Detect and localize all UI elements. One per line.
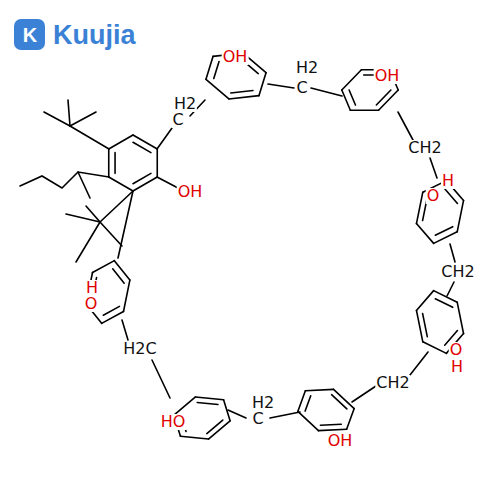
- logo-text: Kuujia: [52, 22, 137, 49]
- logo-letter: K: [22, 25, 38, 45]
- bond-line: [298, 391, 306, 412]
- bond-line: [259, 73, 266, 96]
- bond-line: [229, 96, 259, 99]
- bond-line: [133, 142, 151, 152]
- methylene-label: H2: [295, 60, 319, 76]
- bond-line: [320, 424, 341, 425]
- bond-line: [457, 302, 463, 333]
- bond-line: [349, 90, 355, 105]
- bond-line: [423, 313, 428, 336]
- hydroxyl-label: O: [449, 342, 464, 358]
- hydroxyl-label: O: [426, 188, 441, 204]
- bond-line: [109, 177, 133, 191]
- bond-line: [133, 177, 157, 191]
- bond-line: [109, 135, 133, 149]
- bond-line: [435, 299, 452, 308]
- bond-line: [102, 311, 124, 323]
- bond-line: [180, 436, 208, 439]
- bond-line: [342, 90, 351, 110]
- methylene-label: C: [295, 80, 308, 96]
- bond-line: [133, 173, 151, 183]
- methylene-label: H2: [251, 395, 275, 411]
- bond-line: [445, 189, 458, 204]
- bond-lines: [20, 84, 455, 418]
- bond-line: [332, 395, 347, 409]
- bond-line: [108, 149, 110, 177]
- methylene-label: H2C: [122, 341, 157, 357]
- hydroxyl-label: H: [441, 173, 455, 189]
- hydroxyl-label: HO: [160, 414, 187, 430]
- bond-line: [195, 397, 223, 400]
- bond-line: [197, 402, 218, 404]
- hydroxyl-label: OH: [374, 68, 401, 84]
- bond-line: [114, 261, 129, 280]
- bond-line: [231, 91, 253, 93]
- bond-line: [93, 261, 115, 273]
- bond-line: [416, 310, 422, 341]
- hydroxyl-label: OH: [177, 184, 204, 200]
- bond-line: [305, 389, 333, 390]
- hydroxyl-label: OH: [222, 49, 249, 65]
- methylene-label: H2: [173, 96, 197, 112]
- bond-line: [376, 90, 391, 105]
- bond-line: [224, 400, 231, 421]
- bond-line: [113, 269, 124, 283]
- methylene-label: CH2: [375, 375, 410, 391]
- methylene-label: CH2: [407, 140, 442, 156]
- bond-line: [206, 79, 229, 99]
- hydroxyl-label: H: [85, 280, 99, 296]
- bond-line: [342, 70, 362, 90]
- methylene-label: C: [251, 411, 264, 427]
- methylene-label: CH2: [440, 264, 475, 280]
- bond-line: [457, 200, 463, 231]
- bond-line: [103, 306, 119, 315]
- bond-line: [435, 227, 452, 236]
- hydroxyl-label: OH: [327, 433, 354, 449]
- bond-line: [174, 397, 196, 415]
- bond-line: [156, 149, 158, 177]
- bond-line: [305, 396, 311, 411]
- bond-line: [350, 109, 378, 111]
- bond-line: [423, 342, 447, 354]
- hydroxyl-label: O: [84, 296, 99, 312]
- bond-line: [416, 224, 433, 244]
- bond-line: [133, 135, 157, 149]
- bond-line: [416, 291, 433, 311]
- bond-line: [298, 411, 319, 430]
- hydroxyl-label: H: [450, 359, 464, 375]
- bond-line: [206, 56, 213, 79]
- bond-line: [207, 420, 223, 433]
- bond-line: [214, 61, 219, 78]
- logo-icon: [14, 19, 45, 50]
- methylene-label: C: [171, 112, 184, 128]
- bond-line: [347, 409, 355, 430]
- bond-line: [416, 192, 422, 223]
- bond-line: [114, 153, 116, 174]
- bond-line: [123, 280, 129, 311]
- bond-line: [318, 429, 346, 430]
